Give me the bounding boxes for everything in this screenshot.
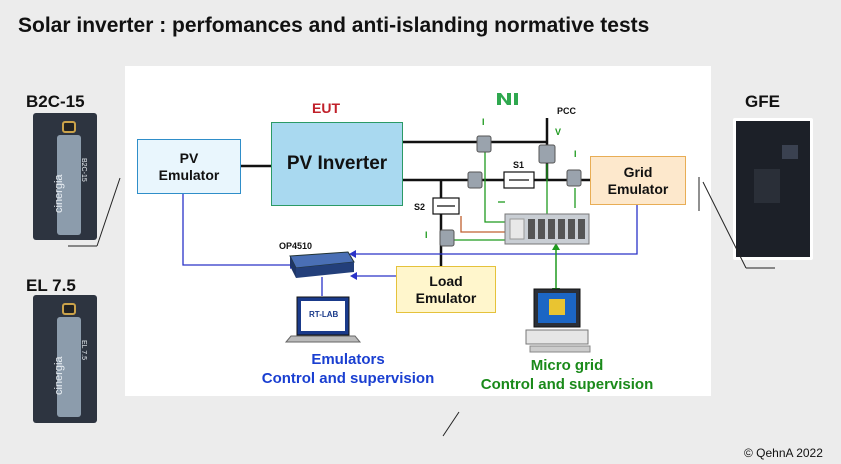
rtlab-label: RT-LAB	[309, 310, 339, 319]
voltage-sensor-icon	[538, 144, 556, 164]
gfe-label: GFE	[745, 92, 780, 111]
cabinet-display	[782, 145, 798, 159]
device-panel	[57, 135, 81, 235]
green-link	[484, 150, 505, 223]
grid-emulator-block: Grid Emulator	[590, 156, 686, 205]
current-sensor-icon	[467, 171, 483, 189]
b2c-device-image: cinergia B2C-15	[33, 113, 97, 240]
device-knob-icon	[62, 121, 76, 133]
s2-label: S2	[414, 202, 426, 212]
pv-inverter-label: PV Inverter	[286, 153, 388, 174]
current-label: I	[574, 149, 577, 159]
arrowhead	[552, 243, 560, 250]
el-label: EL 7.5	[26, 276, 76, 295]
grid-emulator-label: Grid Emulator	[607, 163, 669, 197]
control-link	[460, 216, 505, 233]
microgrid-caption-line2: Control and supervision	[480, 376, 654, 393]
s1-label: S1	[513, 160, 525, 170]
pv-inverter-block: PV Inverter	[271, 122, 403, 206]
pcc-label: PCC	[557, 106, 577, 116]
copyright-text: © QehnA 2022	[744, 446, 823, 460]
b2c-label: B2C-15	[26, 92, 85, 111]
ni-logo-icon	[497, 93, 511, 105]
el-device-image: cinergia EL 7.5	[33, 295, 97, 423]
current-label: I	[482, 117, 485, 127]
op4510-label: OP4510	[279, 241, 313, 251]
b2c-leader-line	[96, 177, 121, 247]
diagram-panel	[125, 66, 711, 396]
current-sensor-icon	[439, 229, 455, 247]
device-knob-icon	[62, 303, 76, 315]
gfe-cabinet-image	[733, 118, 813, 260]
pv-emulator-label: PV Emulator	[158, 149, 220, 183]
arrowhead	[350, 272, 357, 280]
current-label: I	[425, 230, 428, 240]
microgrid-caption-line1: Micro grid	[530, 357, 604, 374]
voltage-label: V	[555, 127, 562, 137]
page-title: Solar inverter : perfomances and anti-is…	[18, 14, 650, 37]
emulators-caption-line1: Emulators	[311, 351, 385, 368]
bottom-leader-line	[442, 411, 460, 437]
current-sensor-icon	[476, 135, 492, 153]
eut-label: EUT	[312, 100, 340, 116]
arrowhead	[349, 250, 356, 258]
blue-link	[356, 205, 638, 255]
load-emulator-label: Load Emulator	[415, 272, 477, 306]
blue-link	[182, 194, 290, 266]
microgrid-caption: Micro grid Control and supervision	[452, 356, 682, 394]
current-sensor-icon	[566, 169, 582, 187]
emulators-caption: Emulators Control and supervision	[228, 350, 468, 388]
load-emulator-block: Load Emulator	[396, 266, 496, 313]
cabinet-panel	[754, 169, 780, 203]
emulators-caption-line2: Control and supervision	[261, 370, 435, 387]
pv-emulator-block: PV Emulator	[137, 139, 241, 194]
device-panel	[57, 317, 81, 417]
gfe-leader-line	[702, 181, 747, 269]
